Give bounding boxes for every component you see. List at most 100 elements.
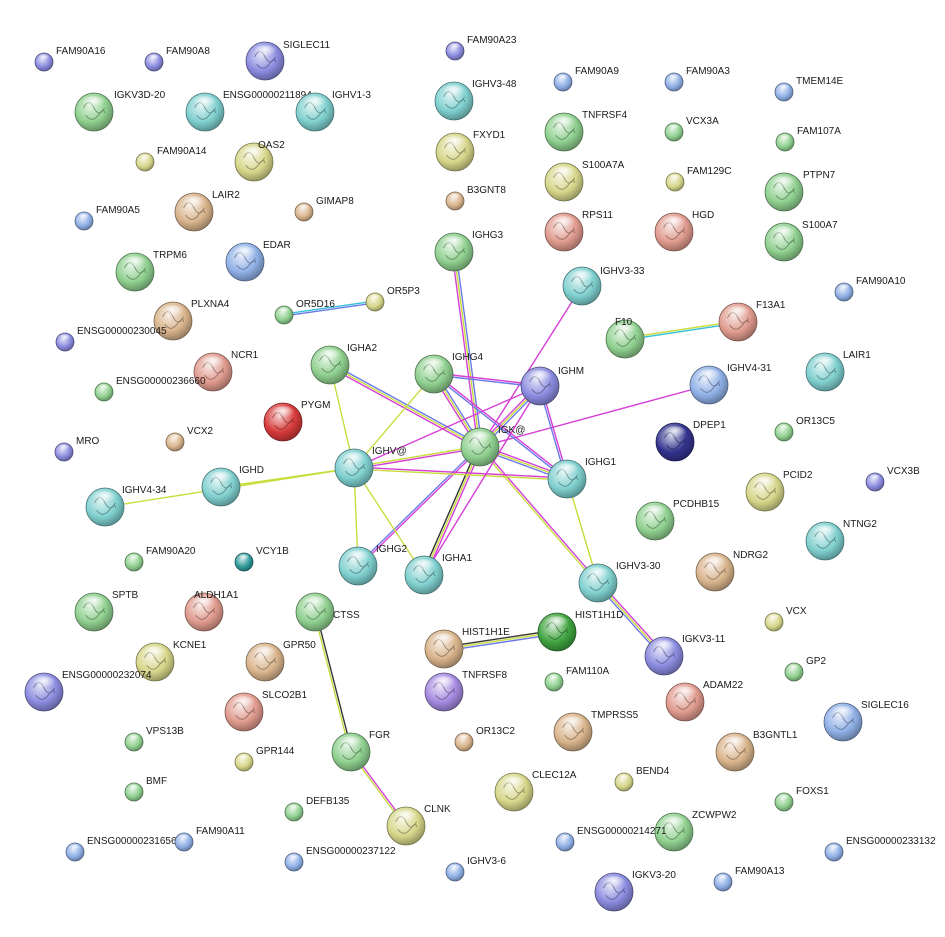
node-vcx3a[interactable]: VCX3A — [664, 116, 719, 142]
node-f13a1[interactable]: F13A1 — [718, 300, 786, 342]
node-hist1h1d[interactable]: HIST1H1D — [537, 610, 623, 652]
node-fam90a14[interactable]: FAM90A14 — [135, 146, 207, 172]
node-ensg00000230045[interactable]: ENSG00000230045 — [55, 326, 167, 352]
node-tnfrsf8[interactable]: TNFRSF8 — [424, 670, 507, 712]
node-ncr1[interactable]: NCR1 — [193, 350, 259, 392]
node-fam107a[interactable]: FAM107A — [775, 126, 841, 152]
node-aldh1a1[interactable]: ALDH1A1 — [184, 590, 239, 632]
node-pcid2[interactable]: PCID2 — [745, 470, 813, 512]
node-fam90a16[interactable]: FAM90A16 — [34, 46, 106, 72]
node-ighv3-30[interactable]: IGHV3-30 — [578, 561, 661, 603]
node-ighv1-3[interactable]: IGHV1-3 — [295, 90, 371, 132]
node-igha2[interactable]: IGHA2 — [310, 343, 377, 385]
node-fam90a10[interactable]: FAM90A10 — [834, 276, 906, 302]
node-ighv3-33[interactable]: IGHV3-33 — [562, 266, 645, 306]
node-dpep1[interactable]: DPEP1 — [655, 420, 726, 462]
node-or13c5[interactable]: OR13C5 — [774, 416, 835, 442]
node-ighv@[interactable]: IGHV@ — [334, 446, 407, 488]
node-tmprss5[interactable]: TMPRSS5 — [553, 710, 639, 752]
node-hgd[interactable]: HGD — [654, 210, 714, 252]
node-b3gnt8[interactable]: B3GNT8 — [445, 185, 506, 211]
node-mro[interactable]: MRO — [54, 436, 100, 462]
node-ensg00000211894[interactable]: ENSG00000211894 — [185, 90, 312, 132]
node-gimap8[interactable]: GIMAP8 — [294, 196, 354, 222]
node-clnk[interactable]: CLNK — [386, 804, 451, 846]
node-vcx2[interactable]: VCX2 — [165, 426, 214, 452]
node-ensg00000232074[interactable]: ENSG00000232074 — [24, 670, 152, 712]
node-igha1[interactable]: IGHA1 — [404, 553, 472, 595]
node-edar[interactable]: EDAR — [225, 240, 291, 282]
node-pcdhb15[interactable]: PCDHB15 — [635, 499, 720, 541]
node-fam90a20[interactable]: FAM90A20 — [124, 546, 196, 572]
node-f10[interactable]: F10 — [605, 317, 645, 359]
node-ighg3[interactable]: IGHG3 — [434, 230, 504, 272]
node-ensg00000231656[interactable]: ENSG00000231656 — [65, 836, 177, 862]
node-fam90a5[interactable]: FAM90A5 — [74, 205, 140, 231]
node-clec12a[interactable]: CLEC12A — [494, 770, 577, 812]
node-vps13b[interactable]: VPS13B — [124, 726, 184, 752]
node-bmf[interactable]: BMF — [124, 776, 167, 802]
node-fam90a13[interactable]: FAM90A13 — [713, 866, 785, 892]
node-vcx[interactable]: VCX — [764, 606, 807, 632]
node-s100a7[interactable]: S100A7 — [764, 220, 838, 262]
node-b3gntl1[interactable]: B3GNTL1 — [715, 730, 798, 772]
node-ensg00000236660[interactable]: ENSG00000236660 — [94, 376, 206, 402]
node-ensg00000237122[interactable]: ENSG00000237122 — [284, 846, 396, 872]
node-bend4[interactable]: BEND4 — [614, 766, 670, 792]
node-ighv3-48[interactable]: IGHV3-48 — [434, 79, 517, 121]
node-rps11[interactable]: RPS11 — [544, 210, 613, 252]
node-tmem14e[interactable]: TMEM14E — [774, 76, 844, 102]
node-slco2b1[interactable]: SLCO2B1 — [224, 690, 307, 732]
node-plxna4[interactable]: PLXNA4 — [153, 299, 230, 341]
node-igkv3-11[interactable]: IGKV3-11 — [644, 634, 726, 676]
node-ensg00000214271[interactable]: ENSG00000214271 — [555, 826, 667, 852]
node-or5p3[interactable]: OR5P3 — [365, 286, 420, 312]
node-ighg1[interactable]: IGHG1 — [547, 457, 617, 499]
node-ighg4[interactable]: IGHG4 — [414, 352, 484, 394]
node-or13c2[interactable]: OR13C2 — [454, 726, 515, 752]
node-igkv3d-20[interactable]: IGKV3D-20 — [74, 90, 166, 132]
node-ctss[interactable]: CTSS — [295, 592, 360, 632]
node-adam22[interactable]: ADAM22 — [665, 680, 743, 722]
node-ensg00000233132[interactable]: ENSG00000233132 — [824, 836, 936, 862]
node-fam90a11[interactable]: FAM90A11 — [174, 826, 245, 852]
node-foxs1[interactable]: FOXS1 — [774, 786, 829, 812]
node-lair2[interactable]: LAIR2 — [174, 190, 240, 232]
node-vcy1b[interactable]: VCY1B — [234, 546, 289, 572]
node-trpm6[interactable]: TRPM6 — [115, 250, 187, 292]
node-siglec16[interactable]: SIGLEC16 — [823, 700, 909, 742]
node-vcx3b[interactable]: VCX3B — [865, 466, 920, 492]
node-fam129c[interactable]: FAM129C — [665, 166, 731, 192]
node-ighv4-31[interactable]: IGHV4-31 — [689, 363, 772, 405]
node-siglec11[interactable]: SIGLEC11 — [245, 40, 330, 81]
node-ighv3-6[interactable]: IGHV3-6 — [445, 856, 506, 882]
node-fgr[interactable]: FGR — [331, 730, 390, 772]
node-ighg2[interactable]: IGHG2 — [338, 544, 408, 586]
node-igkv3-20[interactable]: IGKV3-20 — [594, 870, 676, 912]
node-ighm[interactable]: IGHM — [520, 366, 584, 406]
node-sptb[interactable]: SPTB — [74, 590, 138, 632]
node-ighv4-34[interactable]: IGHV4-34 — [85, 485, 167, 527]
node-ntng2[interactable]: NTNG2 — [805, 519, 877, 561]
node-hist1h1e[interactable]: HIST1H1E — [424, 627, 510, 669]
node-kcne1[interactable]: KCNE1 — [135, 640, 207, 682]
node-gpr144[interactable]: GPR144 — [234, 746, 295, 772]
node-igk@[interactable]: IGK@ — [460, 425, 525, 467]
node-lair1[interactable]: LAIR1 — [805, 350, 871, 392]
node-zcwpw2[interactable]: ZCWPW2 — [654, 810, 737, 852]
node-fam90a3[interactable]: FAM90A3 — [664, 66, 730, 92]
node-tnfrsf4[interactable]: TNFRSF4 — [544, 110, 627, 152]
node-ighd[interactable]: IGHD — [201, 465, 264, 507]
node-ptpn7[interactable]: PTPN7 — [764, 170, 836, 212]
node-fam90a23[interactable]: FAM90A23 — [445, 35, 517, 61]
node-fam90a8[interactable]: FAM90A8 — [144, 46, 210, 72]
node-fam90a9[interactable]: FAM90A9 — [553, 66, 619, 92]
node-gp2[interactable]: GP2 — [784, 656, 826, 682]
node-or5d16[interactable]: OR5D16 — [274, 299, 335, 325]
node-oas2[interactable]: OAS2 — [234, 140, 285, 182]
node-fam110a[interactable]: FAM110A — [544, 666, 609, 692]
node-ndrg2[interactable]: NDRG2 — [695, 550, 768, 592]
node-fxyd1[interactable]: FXYD1 — [435, 130, 506, 172]
node-gpr50[interactable]: GPR50 — [245, 640, 316, 682]
node-s100a7a[interactable]: S100A7A — [544, 160, 625, 202]
